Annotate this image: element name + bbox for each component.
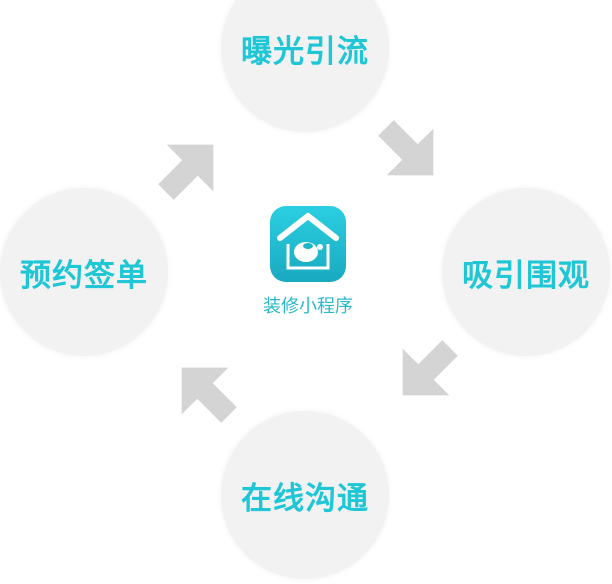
step-sign: 预约签单	[0, 188, 168, 356]
arrow-down-right-icon	[362, 104, 457, 199]
step-label: 预约签单	[20, 257, 148, 294]
step-attract: 吸引围观	[442, 188, 610, 356]
arrow-up-left-icon	[158, 344, 253, 439]
step-exposure: 曝光引流	[221, 0, 389, 132]
center-title: 装修小程序	[263, 296, 353, 317]
house-app-icon	[270, 206, 346, 282]
arrow-up-right-icon	[142, 121, 237, 216]
step-communicate: 在线沟通	[221, 411, 389, 579]
step-label: 吸引围观	[462, 257, 590, 294]
step-label: 在线沟通	[241, 480, 369, 517]
arrow-down-left-icon	[379, 324, 474, 419]
step-label: 曝光引流	[241, 33, 369, 70]
